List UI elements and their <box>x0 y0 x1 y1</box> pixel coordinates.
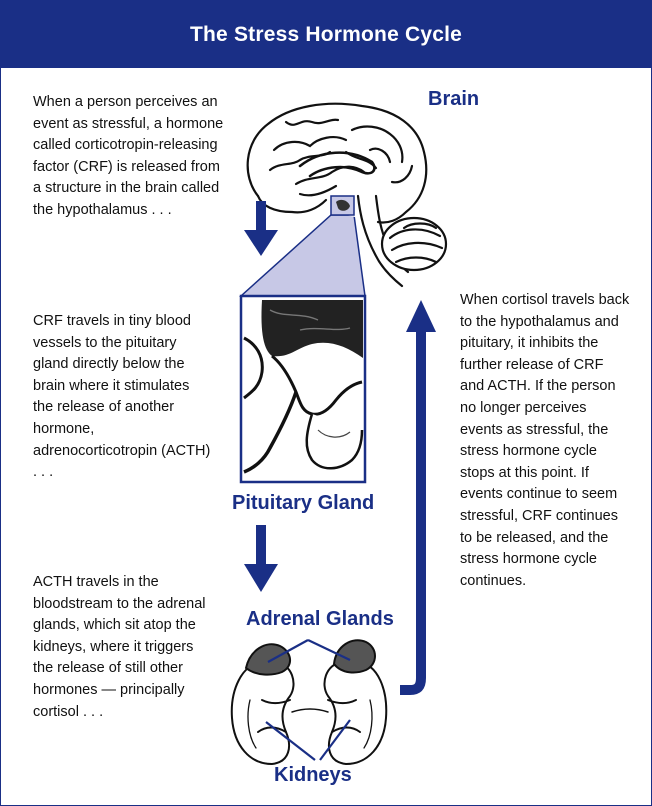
arrow-up-icon <box>400 330 421 690</box>
pituitary-label: Pituitary Gland <box>232 492 374 515</box>
arrow-up-head <box>406 300 436 332</box>
step1-text: When a person perceives an event as stre… <box>33 92 225 222</box>
brain-label: Brain <box>428 88 479 111</box>
kidneys-label: Kidneys <box>274 764 352 787</box>
adrenal-label: Adrenal Glands <box>246 608 394 631</box>
pituitary-closeup <box>241 296 365 482</box>
kidneys-illustration <box>232 640 386 764</box>
arrow-down-icon <box>244 525 278 592</box>
feedback-text: When cortisol travels back to the hypoth… <box>460 290 630 592</box>
step2-text: CRF travels in tiny blood vessels to the… <box>33 311 211 484</box>
step3-text: ACTH travels in the bloodstream to the a… <box>33 572 213 723</box>
